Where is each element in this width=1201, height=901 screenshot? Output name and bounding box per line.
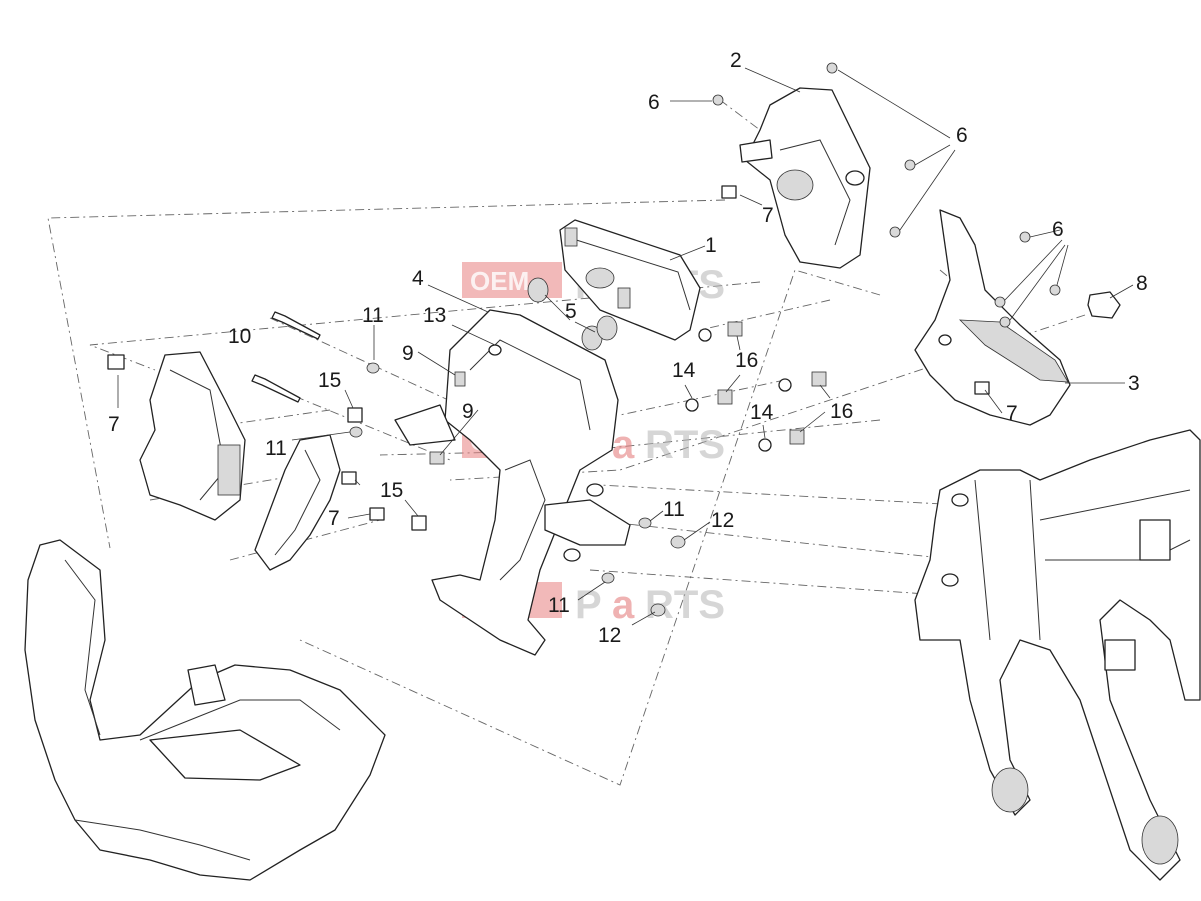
upper-cover-part [739, 87, 871, 269]
callout-7: 7 [328, 507, 340, 530]
callout-15: 15 [380, 479, 403, 502]
callout-3: 3 [1128, 372, 1140, 395]
callout-9: 9 [402, 342, 414, 365]
callout-5: 5 [565, 300, 577, 323]
watermark-rts-text: RTS [645, 423, 725, 467]
left-outer-panel-part [254, 434, 341, 571]
watermark-p-text: P [575, 583, 602, 627]
callout-12: 12 [598, 624, 621, 647]
callout-1: 1 [705, 234, 717, 257]
callout-labels: 2 6 6 7 6 1 4 8 5 11 13 10 9 16 14 15 3 … [108, 49, 1148, 647]
callout-7: 7 [108, 413, 120, 436]
grommet-parts [527, 277, 618, 351]
headlight-bracket-part [394, 309, 631, 656]
callout-9: 9 [462, 400, 474, 423]
callout-10: 10 [228, 325, 251, 348]
callout-14: 14 [750, 401, 774, 424]
callout-11: 11 [265, 437, 287, 460]
watermark-a-text: a [612, 423, 635, 467]
callout-11: 11 [663, 498, 685, 521]
callout-4: 4 [412, 267, 424, 290]
callout-6: 6 [956, 124, 968, 147]
callout-7: 7 [762, 204, 774, 227]
callout-7: 7 [1006, 402, 1018, 425]
right-lower-cover-part [914, 209, 1071, 426]
callout-14: 14 [672, 359, 696, 382]
watermark-a-text: a [612, 583, 635, 627]
callout-11: 11 [548, 594, 570, 617]
callout-6: 6 [1052, 218, 1064, 241]
callout-13: 13 [423, 304, 446, 327]
callout-8: 8 [1136, 272, 1148, 295]
callout-16: 16 [830, 400, 853, 423]
callout-16: 16 [735, 349, 758, 372]
clip-part [1087, 291, 1121, 319]
frame-part [914, 429, 1201, 881]
leader-lines [117, 67, 1134, 626]
callout-6: 6 [648, 91, 660, 114]
instrument-cluster-part [559, 219, 701, 341]
callout-11: 11 [362, 304, 384, 327]
callout-12: 12 [711, 509, 734, 532]
callout-2: 2 [730, 49, 742, 72]
callout-15: 15 [318, 369, 341, 392]
watermark-oem-text: OEM [470, 266, 529, 296]
hardware-parts [107, 62, 1061, 617]
left-inner-panel-part [139, 351, 246, 521]
front-fairing-part [24, 539, 386, 881]
